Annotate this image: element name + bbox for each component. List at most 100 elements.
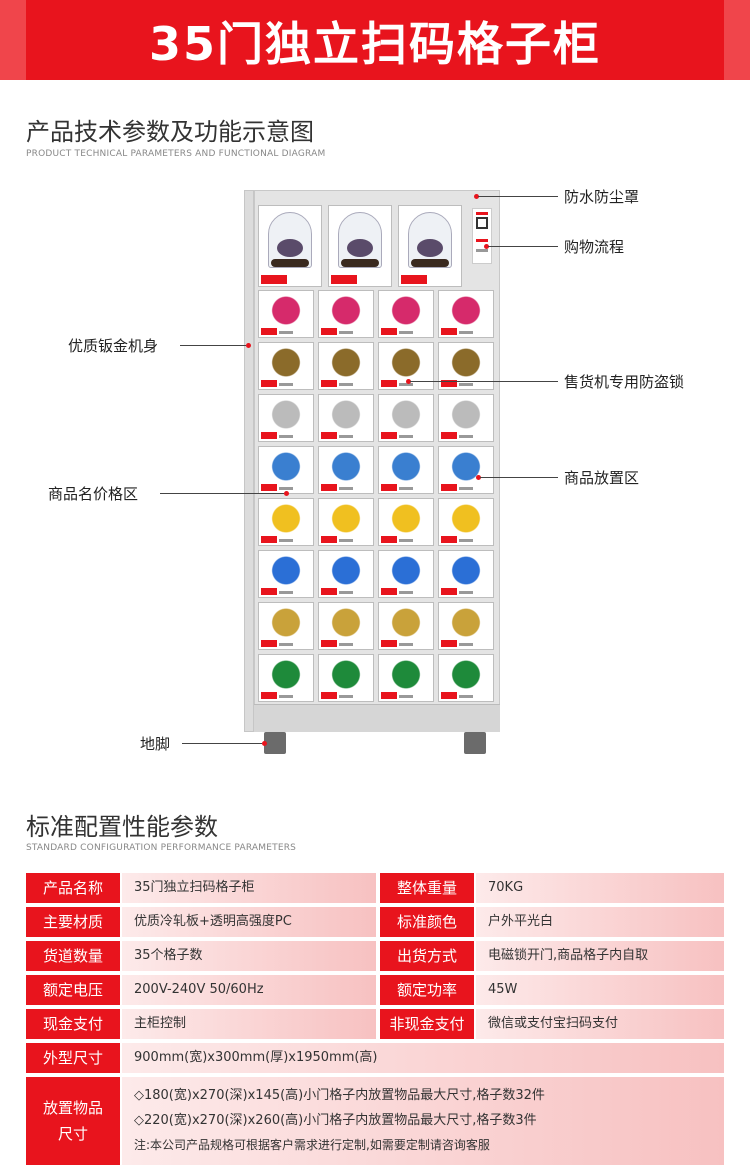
- price-tag-text: [459, 539, 473, 542]
- price-tag-text: [279, 539, 293, 542]
- spec-value: 35门独立扫码格子柜: [122, 873, 376, 903]
- price-tag-text: [279, 487, 293, 490]
- price-tag: [331, 275, 357, 284]
- product-cell: [378, 550, 434, 598]
- price-tag-text: [459, 591, 473, 594]
- price-tag: [321, 536, 337, 543]
- spec-value: 200V-240V 50/60Hz: [122, 975, 376, 1005]
- price-tag-text: [399, 643, 413, 646]
- header-banner: 35门独立扫码格子柜: [0, 0, 750, 80]
- product-cell: [438, 290, 494, 338]
- spec-label: 产品名称: [26, 873, 120, 903]
- callout-sheet-metal: 优质钣金机身: [68, 337, 159, 355]
- section-title-diagram: 产品技术参数及功能示意图: [26, 118, 314, 146]
- product-cell: [258, 602, 314, 650]
- spec-value-line: ◇220(宽)x270(深)x260(高)小门格子内放置物品最大尺寸,格子数3件: [134, 1113, 537, 1128]
- product-cell: [378, 342, 434, 390]
- price-tag-text: [339, 591, 353, 594]
- spec-label: 出货方式: [380, 941, 474, 971]
- price-tag: [261, 328, 277, 335]
- product-cell: [318, 602, 374, 650]
- chips-bag-icon: [323, 555, 369, 586]
- product-cell: [438, 498, 494, 546]
- callout-dot: [406, 379, 411, 384]
- flower-dome-icon: [268, 212, 312, 268]
- price-tag: [381, 588, 397, 595]
- chips-bag-icon: [443, 555, 489, 586]
- product-cell: [438, 342, 494, 390]
- chips-bag-icon: [263, 555, 309, 586]
- dragon-fruit-icon: [263, 295, 309, 326]
- product-cell: [318, 446, 374, 494]
- price-tag-text: [279, 383, 293, 386]
- price-tag: [381, 536, 397, 543]
- spec-value: 35个格子数: [122, 941, 376, 971]
- spec-value-line: ◇180(宽)x270(深)x145(高)小门格子内放置物品最大尺寸,格子数32…: [134, 1088, 545, 1103]
- callout-line: [488, 246, 558, 247]
- price-tag-text: [279, 591, 293, 594]
- callout-dot: [474, 194, 479, 199]
- price-tag-text: [399, 591, 413, 594]
- section-subtitle-specs: STANDARD CONFIGURATION PERFORMANCE PARAM…: [26, 843, 297, 853]
- callout-line: [180, 345, 246, 346]
- product-cell: [258, 394, 314, 442]
- product-cell: [258, 342, 314, 390]
- section-subtitle-diagram: PRODUCT TECHNICAL PARAMETERS AND FUNCTIO…: [26, 149, 326, 159]
- price-tag-text: [399, 539, 413, 542]
- cabinet-foot-left: [264, 732, 286, 754]
- callout-line: [182, 743, 262, 744]
- price-tag-text: [459, 695, 473, 698]
- robot-dog-icon: [443, 399, 489, 430]
- robot-dog-icon: [383, 399, 429, 430]
- kiwi-icon: [443, 347, 489, 378]
- rubiks-cube-icon: [323, 451, 369, 482]
- spec-label: 现金支付: [26, 1009, 120, 1039]
- product-cell: [378, 394, 434, 442]
- product-cell: [258, 446, 314, 494]
- shopping-flow-panel: [472, 208, 492, 264]
- price-tag-text: [459, 643, 473, 646]
- price-tag-text: [279, 331, 293, 334]
- spec-label: 标准颜色: [380, 907, 474, 937]
- section-title-specs: 标准配置性能参数: [26, 813, 218, 841]
- snack-bag-icon: [443, 503, 489, 534]
- product-cell: [258, 654, 314, 702]
- price-tag: [321, 640, 337, 647]
- price-tag-text: [459, 383, 473, 386]
- banner-stripe-left: [0, 0, 26, 80]
- kiwi-icon: [383, 347, 429, 378]
- green-beer-can-icon: [383, 659, 429, 690]
- product-cell: [378, 498, 434, 546]
- callout-line: [160, 493, 284, 494]
- product-cell: [258, 498, 314, 546]
- price-tag: [441, 640, 457, 647]
- price-tag: [321, 588, 337, 595]
- price-tag: [381, 380, 397, 387]
- price-tag-text: [339, 487, 353, 490]
- price-tag: [441, 536, 457, 543]
- price-tag-text: [459, 435, 473, 438]
- spec-label-line: 放置物品: [42, 1099, 103, 1117]
- product-cell: [438, 446, 494, 494]
- rubiks-cube-icon: [263, 451, 309, 482]
- callout-dot: [246, 343, 251, 348]
- large-cell: [328, 205, 392, 287]
- spec-value: 电磁锁开门,商品格子内自取: [476, 941, 724, 971]
- spec-note: 注:本公司产品规格可根据客户需求进行定制,如需要定制请咨询客服: [134, 1138, 490, 1152]
- spec-label: 整体重量: [380, 873, 474, 903]
- price-tag-text: [339, 435, 353, 438]
- large-cell: [398, 205, 462, 287]
- beer-can-icon: [263, 607, 309, 638]
- banner-stripe-right: [724, 0, 750, 80]
- price-tag: [261, 536, 277, 543]
- price-tag-text: [279, 435, 293, 438]
- callout-dot: [484, 244, 489, 249]
- price-tag-text: [339, 539, 353, 542]
- chips-bag-icon: [383, 555, 429, 586]
- beer-can-icon: [323, 607, 369, 638]
- dragon-fruit-icon: [323, 295, 369, 326]
- cabinet-side-panel: [244, 190, 254, 732]
- product-cell: [318, 550, 374, 598]
- product-cell: [318, 342, 374, 390]
- price-tag: [321, 380, 337, 387]
